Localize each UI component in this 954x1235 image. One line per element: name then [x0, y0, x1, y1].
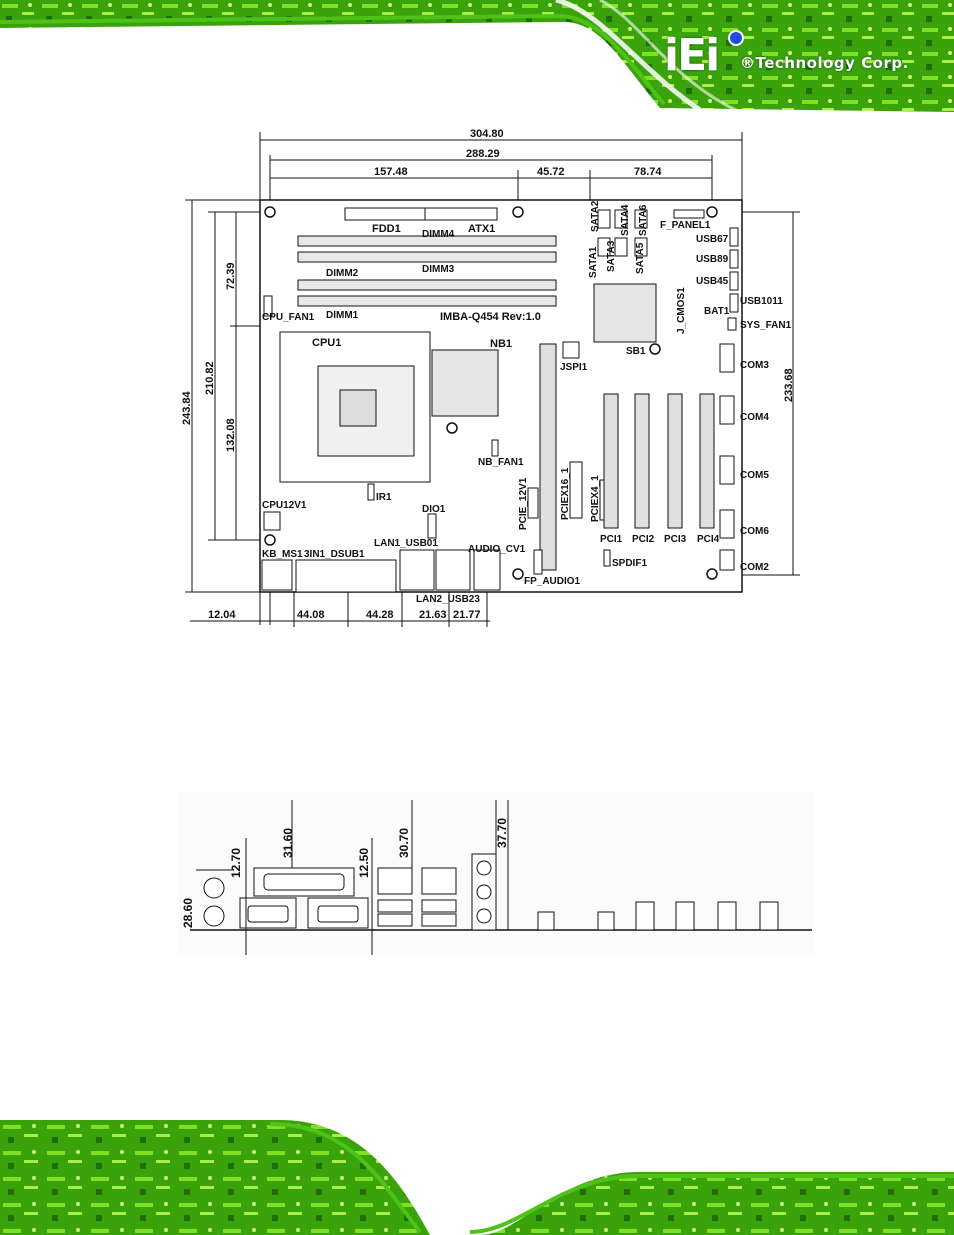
label-dimm4: DIMM4 — [422, 229, 455, 240]
dim-bottom-1: 44.08 — [297, 609, 325, 621]
logo-text: ®Technology Corp. — [740, 54, 909, 72]
io-dim-1: 28.60 — [181, 898, 195, 928]
label-sata2: SATA2 — [590, 200, 601, 232]
label-sata5: SATA5 — [635, 242, 646, 274]
company-logo: iEi ®Technology Corp. — [664, 26, 934, 86]
io-dim-6: 37.70 — [495, 818, 509, 848]
logo-mark: iEi — [664, 30, 720, 81]
label-jspi1: JSPI1 — [560, 362, 588, 373]
pciex16-slot — [539, 343, 557, 571]
dim-hole-span-width: 288.29 — [466, 148, 500, 160]
dim-segment-2: 45.72 — [537, 166, 565, 178]
board-outline — [259, 199, 743, 593]
dim-left-height: 210.82 — [204, 361, 216, 395]
dimm3-slot — [297, 251, 557, 263]
label-sata4: SATA4 — [620, 204, 631, 236]
dim-overall-height: 243.84 — [181, 390, 193, 425]
label-model: IMBA-Q454 Rev:1.0 — [440, 311, 541, 323]
label-f-panel1: F_PANEL1 — [660, 220, 711, 231]
label-nb-fan1: NB_FAN1 — [478, 457, 524, 468]
label-ir1: IR1 — [376, 492, 392, 503]
label-com4: COM4 — [740, 412, 769, 423]
logo-dot-icon — [728, 30, 744, 46]
label-spdif1: SPDIF1 — [612, 558, 647, 569]
label-dio1: DIO1 — [422, 504, 446, 515]
dim-bottom-2: 44.28 — [366, 609, 394, 621]
label-dimm3: DIMM3 — [422, 264, 455, 275]
dim-segment-1: 157.48 — [374, 166, 408, 178]
dim-bottom-offset: 12.04 — [208, 609, 236, 621]
label-com5: COM5 — [740, 470, 769, 481]
dimm1-slot — [297, 295, 557, 307]
label-atx1: ATX1 — [468, 223, 495, 235]
label-com3: COM3 — [740, 360, 769, 371]
label-lan2-usb23: LAN2_USB23 — [416, 594, 480, 605]
label-dimm1: DIMM1 — [326, 310, 359, 321]
dim-upper-left-height: 72.39 — [225, 262, 237, 290]
header-banner: iEi ®Technology Corp. — [0, 0, 954, 112]
mounting-holes — [264, 206, 718, 580]
dim-right-height: 233.68 — [783, 368, 795, 402]
dimm2-slot — [297, 279, 557, 291]
label-sata6: SATA6 — [638, 204, 649, 236]
header-pcb-graphic — [0, 0, 954, 112]
label-usb89: USB89 — [696, 254, 729, 265]
dim-lower-left-height: 132.08 — [225, 418, 237, 452]
io-panel-diagram: 28.60 12.70 31.60 12.50 30.70 37.70 — [178, 792, 814, 955]
dim-bottom-3: 21.63 — [419, 609, 447, 621]
footer-banner — [0, 1120, 954, 1235]
label-j-cmos1: J_CMOS1 — [676, 287, 687, 334]
label-sata3: SATA3 — [606, 240, 617, 272]
label-pci4: PCI4 — [697, 534, 720, 545]
label-usb67: USB67 — [696, 234, 729, 245]
label-bat1: BAT1 — [704, 306, 730, 317]
label-pcie-12v1: PCIE_12V1 — [518, 477, 529, 530]
io-dim-5: 30.70 — [397, 828, 411, 858]
dim-overall-width: 304.80 — [470, 128, 504, 140]
label-pci3: PCI3 — [664, 534, 687, 545]
label-pci1: PCI1 — [600, 534, 623, 545]
io-dim-3: 31.60 — [281, 828, 295, 858]
label-com6: COM6 — [740, 526, 769, 537]
label-sata1: SATA1 — [588, 246, 599, 278]
label-cpu12v1: CPU12V1 — [262, 500, 307, 511]
label-sb1: SB1 — [626, 346, 646, 357]
dim-bottom-4: 21.77 — [453, 609, 481, 621]
label-cpu1: CPU1 — [312, 337, 341, 349]
label-pciex4-1: PCIEX4_1 — [590, 475, 601, 522]
label-com2: COM2 — [740, 562, 769, 573]
label-lan1-usb01: LAN1_USB01 — [374, 538, 438, 549]
label-fp-audio1: FP_AUDIO1 — [524, 576, 581, 587]
label-usb1011: USB1011 — [740, 296, 783, 307]
footer-pcb-graphic — [0, 1120, 954, 1235]
label-dimm2: DIMM2 — [326, 268, 359, 279]
dim-segment-3: 78.74 — [634, 166, 662, 178]
label-usb45: USB45 — [696, 276, 729, 287]
label-kb-ms1: KB_MS1 — [262, 549, 303, 560]
label-audio-cv1: AUDIO_CV1 — [468, 544, 526, 555]
label-fdd1: FDD1 — [372, 223, 401, 235]
label-nb1: NB1 — [490, 338, 512, 350]
label-dsub1: 3IN1_DSUB1 — [304, 549, 365, 560]
io-dim-2: 12.70 — [229, 848, 243, 878]
label-cpu-fan1: CPU_FAN1 — [262, 312, 315, 323]
label-pciex16-1: PCIEX16_1 — [560, 467, 571, 520]
io-dim-4: 12.50 — [357, 848, 371, 878]
label-sys-fan1: SYS_FAN1 — [740, 320, 792, 331]
dimm4-slot — [297, 235, 557, 247]
label-pci2: PCI2 — [632, 534, 655, 545]
